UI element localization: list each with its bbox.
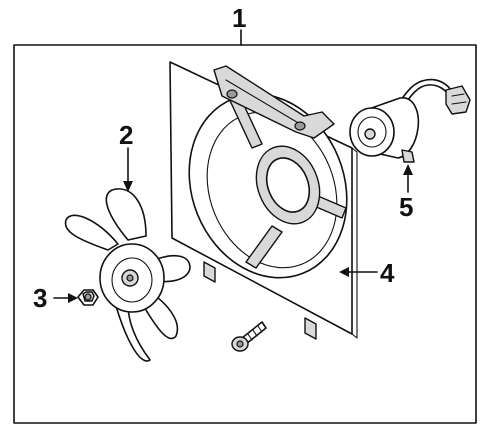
shroud-tab-right xyxy=(304,317,317,340)
assembly-frame xyxy=(13,44,477,424)
hex-nut xyxy=(77,289,99,306)
callout-1: 1 xyxy=(232,3,246,33)
shroud-top-bracket xyxy=(213,65,335,139)
arrowhead-3 xyxy=(68,293,78,303)
callout-2: 2 xyxy=(119,120,133,150)
fan-blade xyxy=(64,188,191,362)
arrowhead-2 xyxy=(123,181,133,192)
mounting-bolt xyxy=(231,321,267,352)
shroud-tab-left xyxy=(203,261,216,283)
callout-3: 3 xyxy=(33,283,47,313)
fan-shroud xyxy=(169,61,358,340)
fan-motor xyxy=(349,78,471,163)
arrowhead-5 xyxy=(403,164,413,175)
callout-4: 4 xyxy=(380,258,395,288)
motor-connector xyxy=(445,85,471,115)
arrowhead-4 xyxy=(339,267,349,277)
callout-5: 5 xyxy=(399,192,413,222)
